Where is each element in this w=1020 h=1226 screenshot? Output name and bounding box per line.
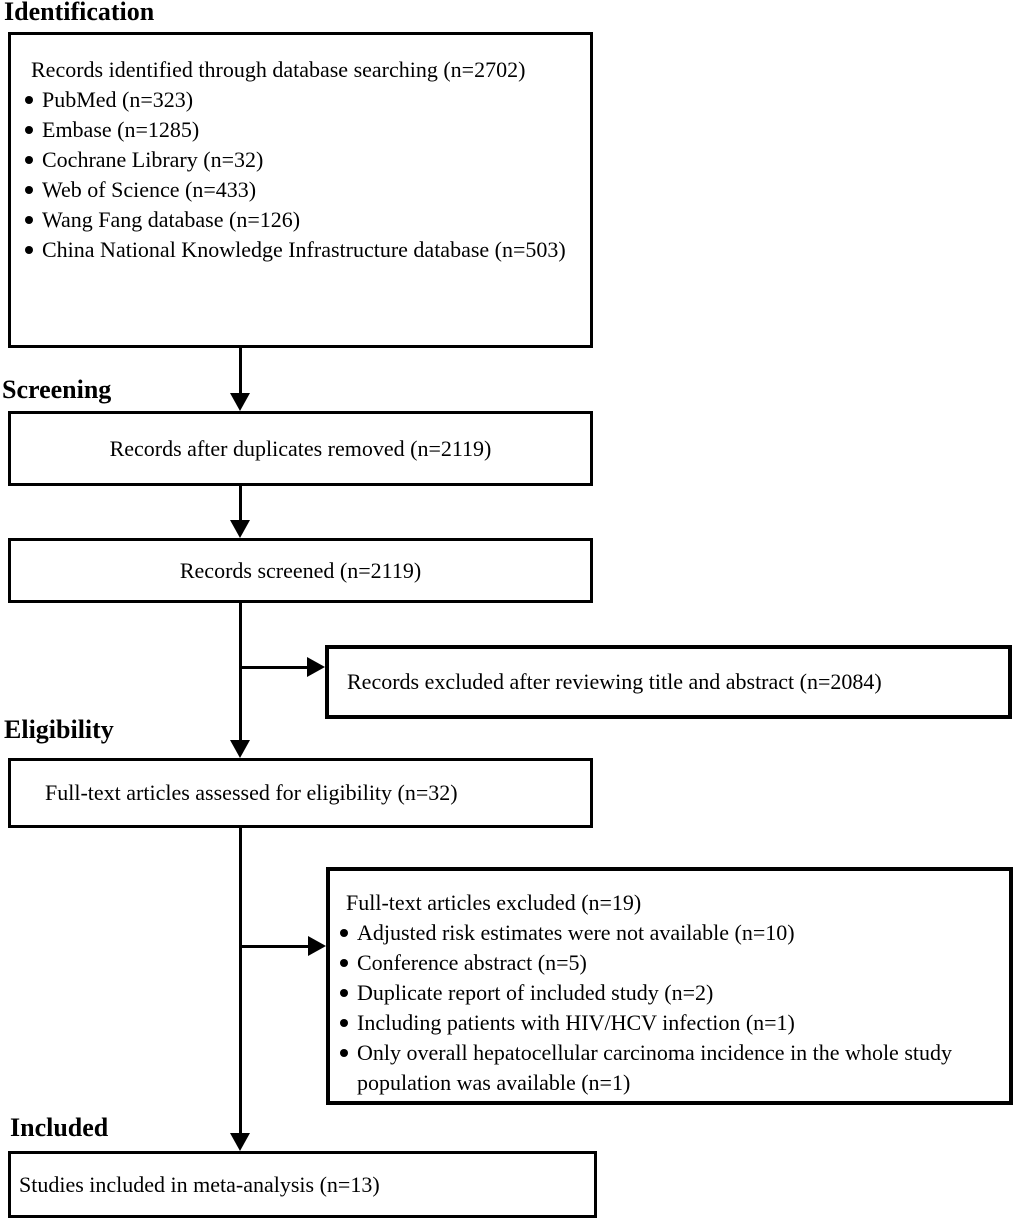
arrow-down-icon [230, 1133, 250, 1151]
duplicates-removed-label: Records after duplicates removed (n=2119… [109, 435, 492, 461]
connector-line [240, 945, 309, 948]
duplicates-removed-box: Records after duplicates removed (n=2119… [8, 411, 593, 486]
arrow-down-icon [230, 520, 250, 538]
records-identified-box: Records identified through database sear… [8, 32, 593, 348]
list-item: Conference abstract (n=5) [340, 948, 1020, 978]
list-item: Cochrane Library (n=32) [25, 145, 610, 175]
list-item: PubMed (n=323) [25, 85, 610, 115]
connector-line [240, 666, 308, 669]
connector-line [239, 486, 242, 522]
arrow-right-icon [308, 936, 326, 956]
arrow-down-icon [230, 740, 250, 758]
fulltext-assessed-label: Full-text articles assessed for eligibil… [45, 780, 458, 805]
connector-line [239, 348, 242, 395]
list-item: Adjusted risk estimates were not availab… [340, 918, 1020, 948]
database-list: PubMed (n=323) Embase (n=1285) Cochrane … [25, 85, 610, 265]
exclusion-reason-list: Adjusted risk estimates were not availab… [340, 918, 1020, 1098]
stage-heading-included: Included [10, 1113, 109, 1142]
list-item: Duplicate report of included study (n=2) [340, 978, 1020, 1008]
stage-heading-screening: Screening [2, 375, 112, 404]
records-excluded-label: Records excluded after reviewing title a… [347, 669, 882, 694]
list-item: Including patients with HIV/HCV infectio… [340, 1008, 1020, 1038]
fulltext-excluded-box: Full-text articles excluded (n=19) Adjus… [326, 867, 1013, 1105]
stage-heading-eligibility: Eligibility [4, 715, 114, 744]
list-item: Only overall hepatocellular carcinoma in… [340, 1038, 1020, 1098]
records-screened-label: Records screened (n=2119) [179, 557, 422, 583]
list-item: Embase (n=1285) [25, 115, 610, 145]
list-item: Web of Science (n=433) [25, 175, 610, 205]
records-identified-title: Records identified through database sear… [31, 57, 526, 82]
list-item: Wang Fang database (n=126) [25, 205, 610, 235]
connector-line [239, 828, 242, 1136]
fulltext-assessed-box: Full-text articles assessed for eligibil… [8, 758, 593, 828]
studies-included-label: Studies included in meta-analysis (n=13) [19, 1171, 380, 1197]
list-item: China National Knowledge Infrastructure … [25, 235, 610, 265]
arrow-right-icon [307, 657, 325, 677]
records-screened-box: Records screened (n=2119) [8, 538, 593, 603]
fulltext-excluded-title: Full-text articles excluded (n=19) [346, 890, 642, 915]
arrow-down-icon [230, 393, 250, 411]
studies-included-box: Studies included in meta-analysis (n=13) [8, 1151, 597, 1218]
records-excluded-box: Records excluded after reviewing title a… [325, 645, 1012, 719]
stage-heading-identification: Identification [4, 0, 155, 26]
connector-line [239, 603, 242, 742]
